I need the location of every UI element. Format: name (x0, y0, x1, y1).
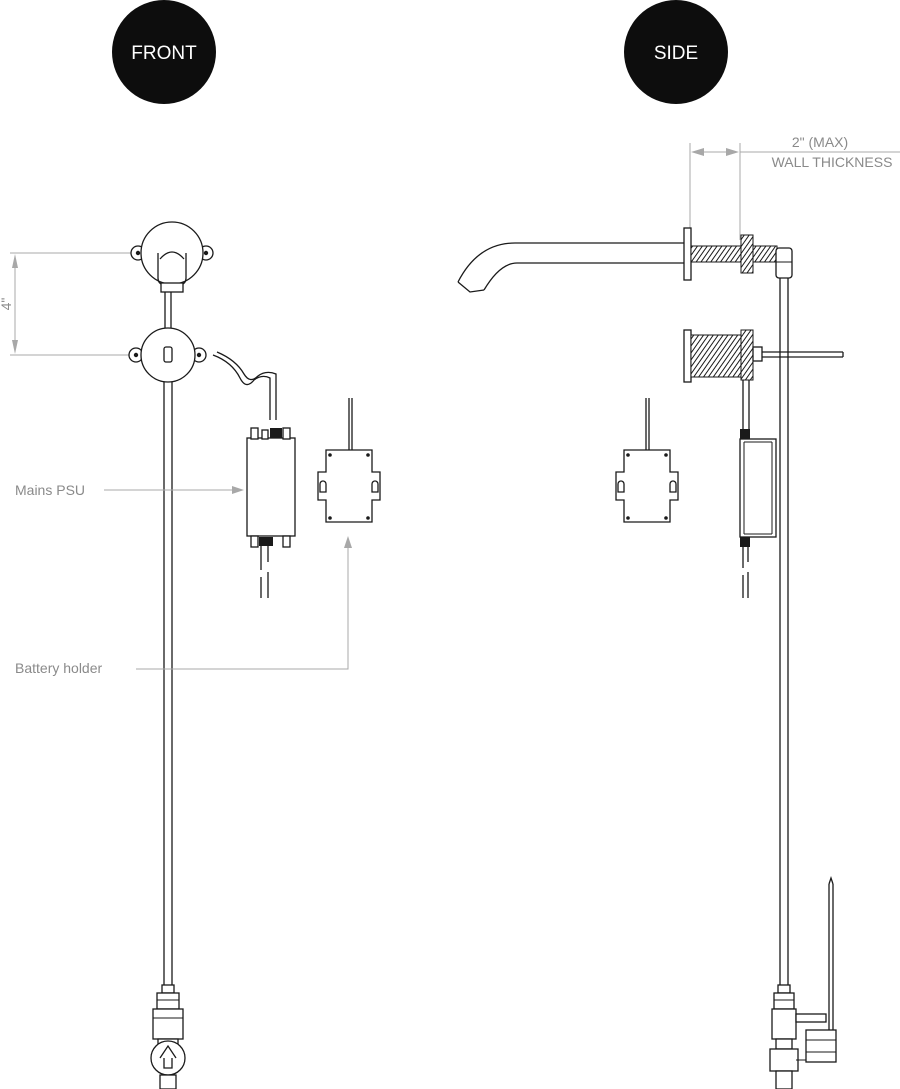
side-spout (457, 227, 793, 293)
mains-psu-label: Mains PSU (15, 482, 85, 498)
side-view: 2" (MAX) WALL THICKNESS (457, 134, 900, 1089)
wall-thickness-label: WALL THICKNESS (772, 154, 893, 170)
side-psu (739, 429, 777, 598)
wall-max-label: 2" (MAX) (792, 134, 848, 150)
side-sensor (683, 329, 844, 430)
battery-holder-front (317, 398, 381, 523)
front-valve (150, 984, 186, 1089)
front-sensor-plate (128, 327, 207, 383)
front-badge: FRONT (112, 0, 216, 104)
mains-psu-callout: Mains PSU (15, 482, 244, 498)
side-badge: SIDE (624, 0, 728, 104)
front-view: 4" (0, 221, 381, 1089)
front-badge-label: FRONT (131, 43, 197, 64)
battery-holder-callout: Battery holder (15, 536, 352, 676)
front-spout (130, 221, 214, 293)
height-dimension-label: 4" (0, 298, 14, 311)
side-badge-label: SIDE (654, 43, 698, 64)
height-dimension: 4" (0, 252, 140, 356)
side-valve (769, 875, 837, 1089)
battery-holder-label: Battery holder (15, 660, 102, 676)
mains-psu (246, 427, 296, 598)
battery-holder-side (615, 398, 679, 523)
wall-thickness-dimension: 2" (MAX) WALL THICKNESS (689, 134, 900, 240)
